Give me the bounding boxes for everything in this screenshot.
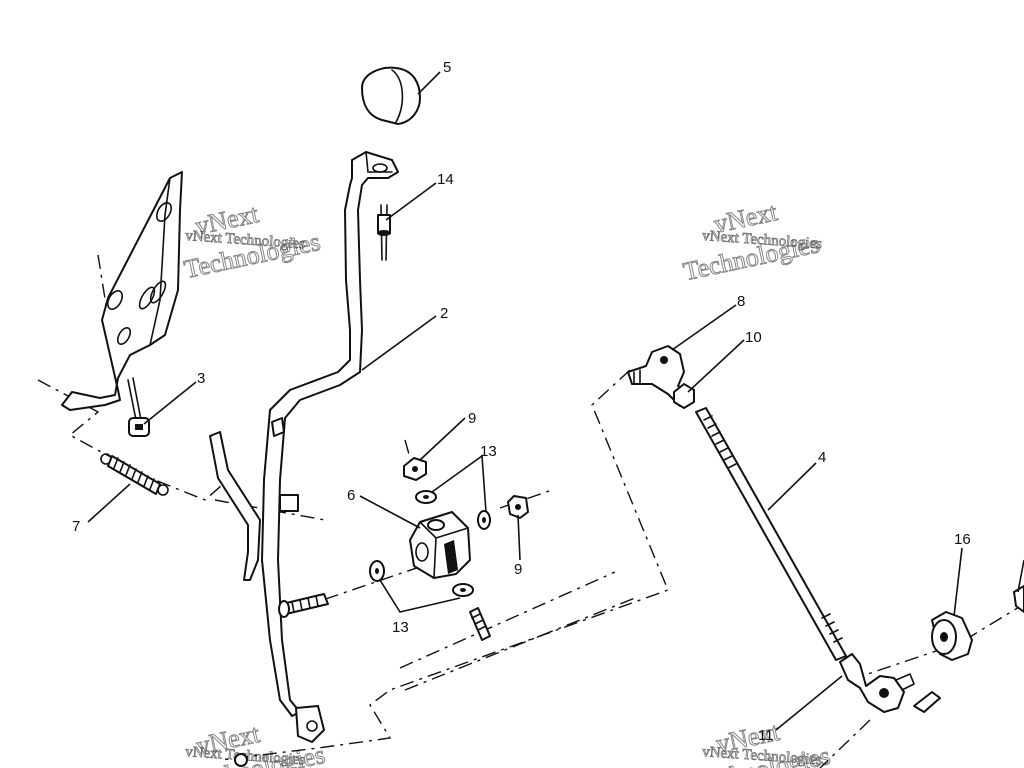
callout-7: 7: [72, 518, 80, 535]
bolt-lower-left: [234, 753, 248, 767]
leader-16: [953, 547, 963, 617]
leader-lines: [87, 71, 1024, 731]
mounting-bracket: [61, 171, 183, 411]
pin-part-14: [377, 204, 391, 261]
pivot-block-part-6: [409, 511, 471, 579]
callout-2: 2: [440, 305, 448, 322]
callout-11: 11: [758, 727, 774, 744]
callout-3: 3: [197, 370, 205, 387]
leader-9-upper: [419, 417, 466, 461]
washers-part-13: [369, 490, 491, 597]
leader-14: [385, 182, 437, 221]
leader-13-upper-b: [481, 455, 487, 513]
partial-part-right-edge: [1013, 585, 1024, 613]
leader-8: [671, 304, 737, 351]
leader-7: [87, 483, 131, 523]
leader-4: [767, 462, 817, 511]
leader-10: [687, 339, 745, 393]
threaded-stud: [469, 607, 491, 641]
tie-rod-part-4: [695, 407, 847, 661]
leader-13-lower: [379, 579, 461, 613]
callout-4: 4: [818, 449, 826, 466]
leader-3: [143, 381, 197, 425]
bolt-part-3: [127, 377, 150, 437]
spring-part-7: [100, 453, 169, 496]
knob-part-5: [361, 66, 421, 125]
nut-part-9-upper: [403, 457, 427, 481]
callout-16: 16: [954, 531, 971, 548]
leader-partial-right: [1017, 559, 1024, 593]
leader-2: [361, 315, 437, 371]
callout-10: 10: [745, 329, 762, 346]
callout-9-right: 9: [514, 561, 522, 578]
leader-9-right: [517, 514, 521, 561]
bushing-part-16: [931, 611, 973, 661]
leader-5: [417, 71, 441, 95]
callout-numbers: 5 14 2 3 7 9 13 6 9 13 8 10 4 16 11: [72, 59, 971, 744]
leader-13-upper-a: [431, 455, 483, 493]
callout-8: 8: [737, 293, 745, 310]
callout-13-upper: 13: [480, 443, 497, 460]
callout-5: 5: [443, 59, 451, 76]
shift-lever-part-2: [209, 151, 399, 743]
callout-14: 14: [437, 171, 454, 188]
rod-end-part-11: [839, 653, 916, 713]
leader-6: [359, 495, 421, 529]
callout-6: 6: [347, 487, 355, 504]
nut-part-9-right: [507, 495, 529, 519]
leader-11: [775, 675, 843, 731]
clip-part: [913, 691, 941, 713]
callout-9-upper: 9: [468, 410, 476, 427]
callout-13-lower: 13: [392, 619, 409, 636]
